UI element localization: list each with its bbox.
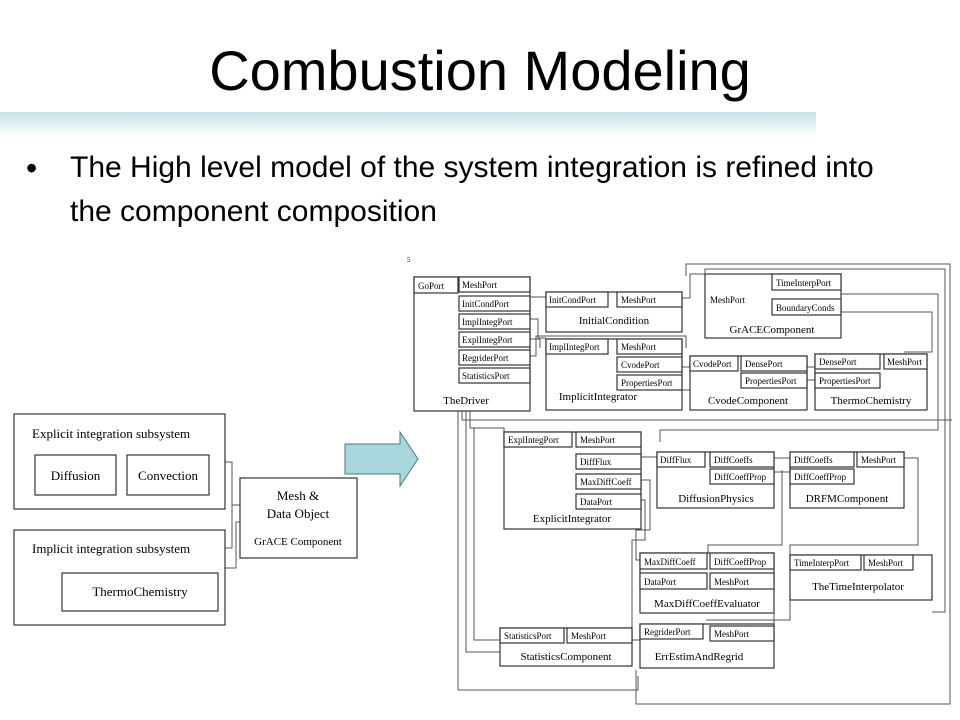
thermo-port: DensePort [819,357,857,367]
bullet-marker: • [26,150,38,186]
slide-title: Combustion Modeling [209,39,751,102]
the-driver-component: GoPort MeshPort InitCondPort ImplIntegPo… [413,276,531,412]
maxdiff-port: MaxDiffCoeff [644,557,696,567]
connector [225,461,240,549]
explicit-integrator-component: ExplIntegPort MeshPort DiffFlux MaxDiffC… [503,431,642,530]
explicit-port: DataPort [580,497,612,507]
connector [225,521,240,569]
explicit-subsystem-label: Explicit integration subsystem [32,426,190,441]
grace-mesh-port: MeshPort [710,295,746,305]
cvode-port: CvodePort [693,359,732,369]
diffusion-label: Diffusion [51,468,101,483]
diffusion-port: DiffCoeffs [714,455,753,465]
drfm-port: MeshPort [861,455,897,465]
statistics-component: StatisticsPort MeshPort StatisticsCompon… [499,627,633,667]
thermochemistry-component: DensePort MeshPort PropertiesPort Thermo… [814,353,928,411]
cvode-port: PropertiesPort [745,376,797,386]
drfm-port: DiffCoeffProp [794,472,847,482]
implicit-port: PropertiesPort [621,378,673,388]
initial-port: MeshPort [621,295,657,305]
drfm-name: DRFMComponent [806,493,889,505]
diffusion-physics-component: DiffFlux DiffCoeffs DiffCoeffProp Diffus… [656,451,775,509]
implicit-port: ImplIntegPort [549,342,600,352]
diffusion-name: DiffusionPhysics [678,493,754,505]
driver-port: ExplIntegPort [462,335,513,345]
bullet-text: The High level model of the system integ… [70,151,874,228]
right-arrow-icon [344,430,419,488]
corner-mark: 5 [407,256,411,264]
errestim-port: MeshPort [714,629,750,639]
driver-go-port: GoPort [418,281,445,291]
mesh-label-line2: Data Object [267,506,330,521]
diffusion-port: DiffFlux [660,455,692,465]
grace-port: TimeInterpPort [776,278,832,288]
cvode-component: CvodePort DensePort PropertiesPort Cvode… [689,355,808,411]
thermochemistry-box [61,572,219,612]
maxdiff-port: DataPort [644,577,676,587]
thermo-name: ThermoChemistry [831,395,912,407]
driver-port: InitCondPort [462,299,510,309]
thermo-port: MeshPort [887,357,923,367]
explicit-port: ExplIntegPort [508,435,559,445]
explicit-name: ExplicitIntegrator [533,513,612,525]
maxdiffcoeff-evaluator-component: MaxDiffCoeff DiffCoeffProp DataPort Mesh… [639,552,775,614]
right-diagram: 5 [407,256,952,705]
explicit-port: DiffFlux [580,457,612,467]
initial-condition-component: InitCondPort MeshPort InitialCondition [545,291,683,333]
cvode-port: DensePort [745,359,783,369]
timeinterp-port: TimeInterpPort [794,558,850,568]
grace-component: MeshPort TimeInterpPort BoundaryConds Gr… [704,273,842,339]
maxdiff-port: DiffCoeffProp [714,557,767,567]
left-diagram: Explicit integration subsystem Diffusion… [13,413,358,626]
driver-port: MeshPort [462,280,498,290]
drfm-component: DiffCoeffs MeshPort DiffCoeffProp DRFMCo… [789,451,905,509]
driver-port: ImplIntegPort [462,317,513,327]
convection-label: Convection [138,468,198,483]
initial-port: InitCondPort [549,295,597,305]
errestim-regrid-component: RegriderPort MeshPort ErrEstimAndRegrid [639,623,775,669]
grace-port: BoundaryConds [776,303,835,313]
driver-port: StatisticsPort [462,371,510,381]
diffusion-box [34,454,117,496]
mesh-label-line1: Mesh & [277,488,319,503]
timeinterp-port: MeshPort [868,558,904,568]
implicit-subsystem-label: Implicit integration subsystem [32,541,190,556]
grace-name: GrACEComponent [730,324,815,336]
maxdiff-port: MeshPort [714,577,750,587]
implicit-port: CvodePort [621,360,660,370]
statistics-port: StatisticsPort [504,631,552,641]
driver-port: RegriderPort [462,353,509,363]
thermo-port: PropertiesPort [819,376,871,386]
errestim-name: ErrEstimAndRegrid [655,651,744,663]
cvode-name: CvodeComponent [708,395,788,407]
explicit-port: MaxDiffCoeff [580,477,632,487]
diffusion-port: DiffCoeffProp [714,472,767,482]
statistics-name: StatisticsComponent [520,651,611,663]
initial-name: InitialCondition [579,315,650,327]
grace-component-label: GrACE Component [254,536,342,548]
mesh-data-object-box [239,477,358,559]
errestim-port: RegriderPort [644,627,691,637]
maxdiff-name: MaxDiffCoeffEvaluator [654,598,760,610]
timeinterp-name: TheTimeInterpolator [812,581,904,593]
implicit-integrator-component: ImplIntegPort MeshPort CvodePort Propert… [545,338,683,411]
thermochemistry-label: ThermoChemistry [92,584,188,599]
statistics-port: MeshPort [571,631,607,641]
explicit-port: MeshPort [580,435,616,445]
implicit-name: ImplicitIntegrator [559,391,638,403]
driver-name: TheDriver [443,395,489,407]
convection-box [126,454,210,496]
time-interpolator-component: TimeInterpPort MeshPort TheTimeInterpola… [789,554,933,601]
title-underline-bar [0,112,816,136]
implicit-port: MeshPort [621,342,657,352]
drfm-port: DiffCoeffs [794,455,833,465]
